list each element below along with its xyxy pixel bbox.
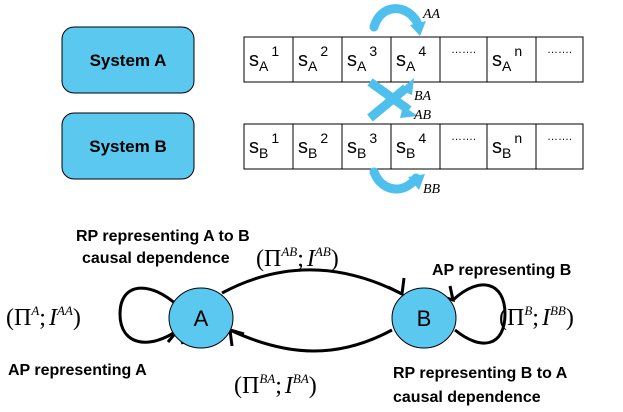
state-cell: sAn bbox=[486, 36, 537, 83]
node-a-label: A bbox=[194, 306, 209, 331]
ellipsis-text: ……. bbox=[451, 44, 476, 56]
system-b-box: System B bbox=[61, 112, 195, 180]
node-b: B bbox=[391, 287, 457, 349]
state-label: sA2 bbox=[298, 43, 328, 74]
state-label: sB4 bbox=[396, 130, 426, 161]
arrow-cross: BA AB bbox=[367, 78, 432, 123]
ap-a-label: AP representing A bbox=[8, 362, 147, 379]
state-label: sB1 bbox=[249, 130, 279, 161]
state-cell: sB2 bbox=[292, 123, 343, 170]
state-label: sB2 bbox=[298, 130, 328, 161]
formula-ba: (ΠBA;IBA) bbox=[234, 371, 317, 399]
state-cell: ……. bbox=[439, 36, 488, 83]
rp-ba-line2: causal dependence bbox=[393, 389, 541, 406]
state-label: sAn bbox=[492, 43, 522, 74]
system-a-box: System A bbox=[61, 26, 195, 94]
state-label: sA4 bbox=[396, 43, 426, 74]
ap-b-label: AP representing B bbox=[432, 262, 571, 279]
rp-ab-line1: RP representing A to B bbox=[76, 228, 250, 245]
state-cell: ……. bbox=[535, 123, 584, 170]
label-ab: AB bbox=[413, 108, 432, 123]
formula-ab: (ΠAB;IAB) bbox=[256, 244, 339, 272]
state-cell: ……. bbox=[535, 36, 584, 83]
state-cell: sB3 bbox=[341, 123, 392, 170]
state-label: sA3 bbox=[347, 43, 377, 74]
rp-ba-line1: RP representing B to A bbox=[393, 365, 568, 382]
graph: A B RP representing A to B causal depend… bbox=[6, 228, 574, 406]
state-cell: sA3 bbox=[341, 36, 392, 83]
state-cell: sBn bbox=[486, 123, 537, 170]
state-cell: sB1 bbox=[243, 123, 294, 170]
state-label: sA1 bbox=[249, 43, 279, 74]
node-b-label: B bbox=[417, 306, 432, 331]
arrow-bb: BB bbox=[369, 167, 441, 197]
ellipsis-text: ……. bbox=[547, 131, 572, 143]
state-cell: ……. bbox=[439, 123, 488, 170]
node-a: A bbox=[168, 287, 234, 349]
state-label: sB3 bbox=[347, 130, 377, 161]
state-cell: sA2 bbox=[292, 36, 343, 83]
system-b-label: System B bbox=[89, 137, 166, 156]
label-bb: BB bbox=[423, 182, 441, 197]
state-sequence-b: sB1 sB2 sB3 sB4 ……. sBn ……. bbox=[243, 123, 584, 170]
ellipsis-text: ……. bbox=[451, 131, 476, 143]
arrow-aa: AA bbox=[369, 4, 441, 36]
rp-ab-line2: causal dependence bbox=[82, 250, 230, 267]
ellipsis-text: ……. bbox=[547, 44, 572, 56]
label-ba: BA bbox=[414, 89, 432, 104]
state-cell: sA1 bbox=[243, 36, 294, 83]
system-a-label: System A bbox=[90, 51, 167, 70]
formula-aa: (ΠA;IAA) bbox=[6, 303, 81, 331]
state-label: sBn bbox=[492, 130, 522, 161]
state-sequence-a: sA1 sA2 sA3 sA4 ……. sAn ……. bbox=[243, 36, 584, 83]
state-cell: sB4 bbox=[390, 123, 441, 170]
formula-bb: (ΠB;IBB) bbox=[499, 303, 574, 331]
state-cell: sA4 bbox=[390, 36, 441, 83]
label-aa: AA bbox=[422, 7, 441, 22]
